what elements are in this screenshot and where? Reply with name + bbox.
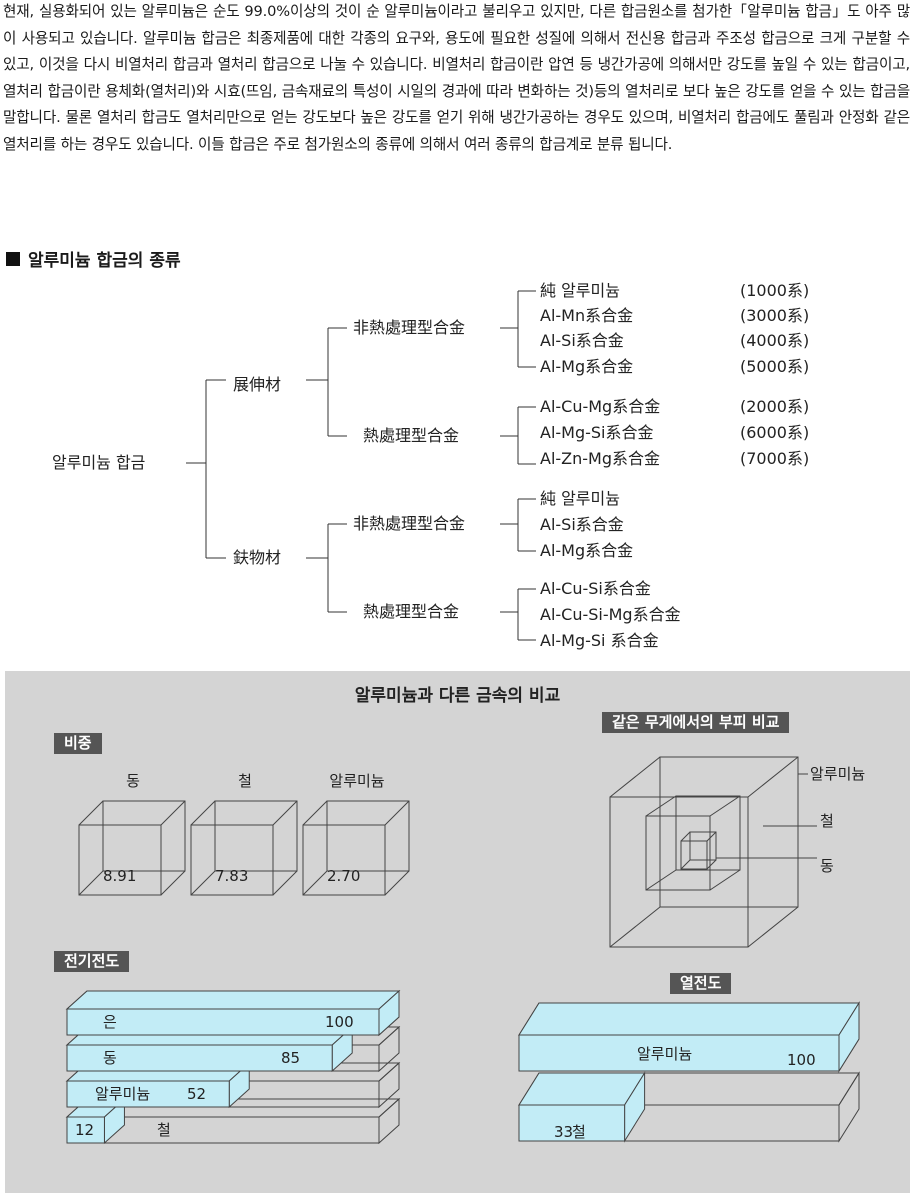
electrical-bar-label: 동 — [103, 1049, 117, 1067]
tree-series: (6000系) — [740, 423, 809, 442]
tree-item: Al-Si系合金 — [540, 515, 624, 534]
electrical-bars: 은 100 동 85 알루미늄 52 철 12 — [65, 989, 401, 1145]
section-title-text: 알루미늄 합금의 종류 — [28, 251, 181, 271]
density-value: 8.91 — [103, 867, 136, 885]
tree-item: Al-Cu-Mg系合金 — [540, 397, 660, 416]
tree-series: (3000系) — [740, 306, 809, 325]
density-value: 7.83 — [215, 867, 248, 885]
thermal-bar — [518, 1071, 646, 1143]
tree-item: Al-Mg系合金 — [540, 357, 633, 376]
electrical-bar-value: 100 — [325, 1013, 354, 1031]
section-title: 알루미늄 합금의 종류 — [6, 246, 181, 271]
tree-wrought-non-heat: 非熱處理型合金 — [353, 318, 465, 337]
tree-series: (5000系) — [740, 357, 809, 376]
intro-paragraph: 현재, 실용화되어 있는 알루미늄은 순도 99.0%이상의 것이 순 알루미늄… — [3, 3, 910, 153]
electrical-bar-value: 52 — [187, 1085, 206, 1103]
thermal-bar — [518, 1001, 860, 1073]
thermal-bar-label: 알루미늄 — [637, 1045, 692, 1063]
electrical-bar-label: 은 — [103, 1013, 117, 1031]
electrical-bar-value: 12 — [75, 1121, 94, 1139]
density-name: 철 — [238, 772, 252, 790]
tree-series: (7000系) — [740, 449, 809, 468]
density-label: 비중 — [54, 733, 102, 754]
volume-cubes — [609, 756, 817, 948]
comparison-figures: 동 철 알루미늄 8.91 7.83 2.70 알루미늄 철 동 은 100 동 85… — [65, 756, 865, 1145]
tree-series: (4000系) — [740, 331, 809, 350]
tree-item: Al-Si系合金 — [540, 331, 624, 350]
density-name: 동 — [126, 772, 140, 790]
volume-label: 같은 무게에서의 부피 비교 — [602, 712, 790, 733]
volume-copper-label: 동 — [820, 857, 834, 875]
cube-aluminum — [302, 800, 410, 896]
cube-iron — [190, 800, 298, 896]
thermal-bars: 알루미늄 100 33철 — [518, 1001, 860, 1143]
tree-item: Al-Zn-Mg系合金 — [540, 449, 660, 468]
thermal-label: 열전도 — [670, 973, 732, 994]
cube-copper — [78, 800, 186, 896]
tree-item: Al-Cu-Si系合金 — [540, 579, 651, 598]
tree-root: 알루미늄 합금 — [52, 453, 145, 472]
tree-wrought: 展伸材 — [233, 375, 281, 394]
electrical-bar-label: 철 — [157, 1121, 171, 1139]
electrical-bar-label: 알루미늄 — [95, 1085, 150, 1103]
volume-iron-label: 철 — [820, 812, 834, 830]
tree-series: (1000系) — [740, 281, 809, 300]
density-name: 알루미늄 — [329, 772, 384, 790]
electrical-bar-value: 85 — [281, 1049, 300, 1067]
tree-item: 純 알루미늄 — [540, 489, 620, 508]
comparison-panel: 알루미늄과 다른 금속의 비교 비중 같은 무게에서의 부피 비교 전기전도 열… — [5, 671, 910, 1193]
comparison-title: 알루미늄과 다른 금속의 비교 — [354, 686, 561, 706]
tree-item: Al-Mg系合金 — [540, 541, 633, 560]
electrical-label: 전기전도 — [54, 951, 130, 972]
density-cubes — [78, 800, 410, 896]
density-value: 2.70 — [327, 867, 360, 885]
thermal-bar-value: 33 — [554, 1123, 573, 1141]
thermal-bar-label: 철 — [572, 1123, 586, 1141]
tree-item: Al-Mn系合金 — [540, 306, 633, 325]
tree-cast: 鈇物材 — [233, 548, 281, 567]
tree-wrought-heat: 熱處理型合金 — [363, 426, 459, 445]
thermal-bar-value: 100 — [787, 1051, 816, 1069]
alloy-classification-tree: 알루미늄 합금 展伸材 鈇物材 非熱處理型合金 熱處理型合金 純 알루미늄 Al… — [52, 281, 809, 650]
tree-item: 純 알루미늄 — [540, 281, 620, 300]
tree-cast-heat: 熱處理型合金 — [363, 602, 459, 621]
electrical-bar — [65, 989, 401, 1037]
tree-cast-non-heat: 非熱處理型合金 — [353, 514, 465, 533]
tree-item: Al-Mg-Si 系合金 — [540, 631, 659, 650]
volume-aluminum-label: 알루미늄 — [810, 765, 865, 783]
square-bullet-icon — [6, 251, 20, 266]
tree-item: Al-Cu-Si-Mg系合金 — [540, 605, 681, 624]
tree-series: (2000系) — [740, 397, 809, 416]
tree-item: Al-Mg-Si系合金 — [540, 423, 654, 442]
